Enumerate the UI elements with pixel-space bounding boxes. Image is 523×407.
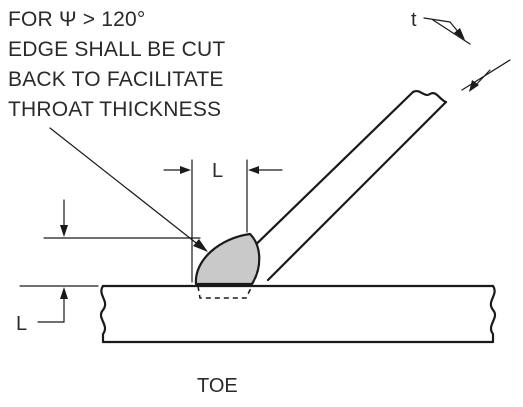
note-line-4: THROAT THICKNESS [8, 98, 221, 121]
fillet-weld [194, 232, 261, 286]
note-line-1: FOR Ψ > 120° [8, 8, 145, 31]
t-dimension [423, 17, 511, 92]
weld-hidden-outline [197, 285, 253, 299]
base-plate [99, 284, 497, 344]
top-l-dimension [163, 159, 283, 283]
branch-member [242, 90, 448, 282]
left-l-label: L [16, 313, 27, 335]
note-leader-arrowhead [193, 239, 208, 252]
note-line-3: BACK TO FACILITATE [8, 68, 224, 91]
left-l-dimension [19, 199, 201, 323]
caption-toe: TOE [197, 375, 238, 397]
note-leader-line [49, 127, 201, 247]
t-label: t [411, 9, 417, 31]
top-l-label: L [212, 160, 223, 182]
note-line-2: EDGE SHALL BE CUT [8, 38, 225, 61]
